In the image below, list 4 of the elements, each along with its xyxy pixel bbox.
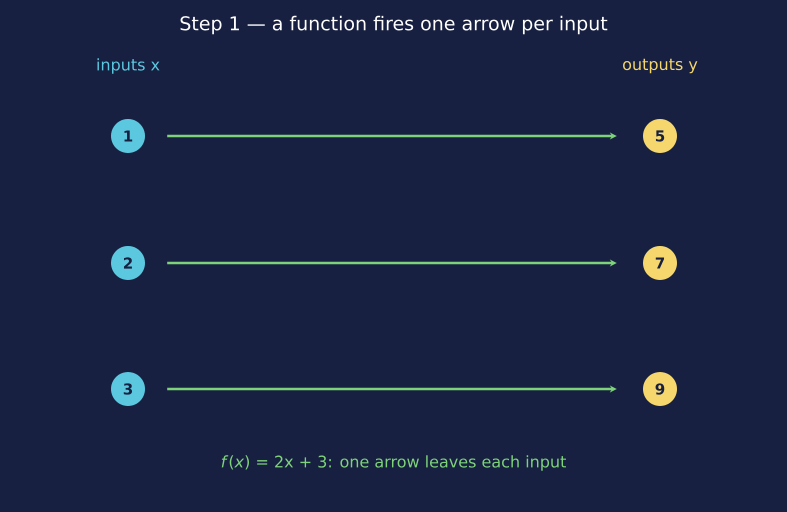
title: Step 1 — a function fires one arrow per input bbox=[180, 16, 608, 34]
column-heading: outputs y bbox=[623, 58, 698, 74]
column-heading: inputs x bbox=[97, 58, 160, 74]
caption: f(x) = 2x + 3: one arrow leaves each input bbox=[222, 455, 566, 471]
